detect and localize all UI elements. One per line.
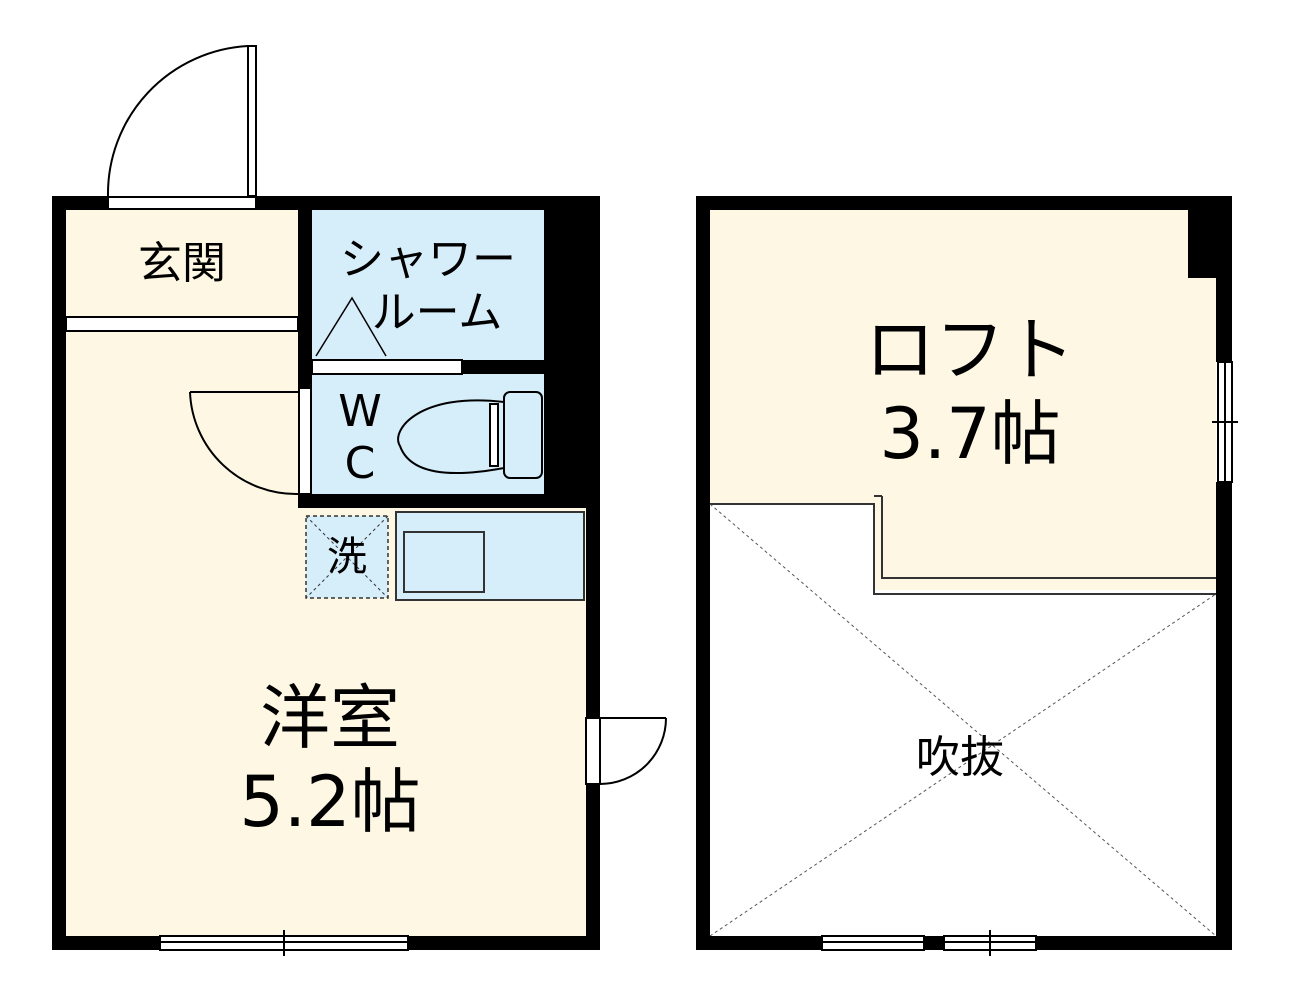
wall-wc-left xyxy=(298,376,312,388)
washer-space xyxy=(305,515,389,599)
bottom-windows-floor2 xyxy=(821,930,1037,956)
loft-edge-inner xyxy=(881,496,1216,579)
right-window-floor2 xyxy=(1212,361,1238,483)
wall-wc-bottom xyxy=(298,494,600,508)
kitchen-counter xyxy=(395,511,585,601)
loft-wall-cap xyxy=(924,936,944,950)
shower-door xyxy=(315,296,387,357)
outer-wall-floor1 xyxy=(52,196,160,950)
wc-door xyxy=(189,387,312,496)
floor2-plan xyxy=(696,196,1238,956)
shower-wc-partition xyxy=(311,359,463,375)
shower-room-floor xyxy=(312,210,544,360)
floor1-plan xyxy=(52,45,667,956)
void-cross xyxy=(709,503,1217,937)
toilet-icon xyxy=(397,391,543,479)
entrance-floor xyxy=(66,210,298,314)
wall-entrance-shower xyxy=(298,210,312,388)
loft-edge xyxy=(710,503,1216,595)
pillar-cap xyxy=(462,360,544,374)
bottom-window-floor1 xyxy=(159,930,409,956)
loft-pillar xyxy=(1188,210,1216,278)
side-door xyxy=(585,717,667,785)
loft-floor xyxy=(710,210,1216,590)
entry-door xyxy=(106,45,257,210)
pillar xyxy=(544,210,600,500)
entrance-step xyxy=(65,316,299,332)
